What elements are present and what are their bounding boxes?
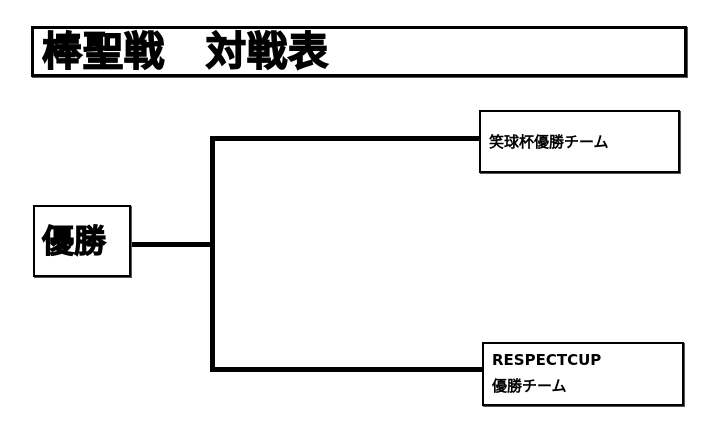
team-name: RESPECTCUP xyxy=(492,351,602,369)
winner-label: 優勝 xyxy=(41,222,107,260)
team-box-1: 笑球杯優勝チーム xyxy=(479,110,680,173)
team-box-2: RESPECTCUP 優勝チーム xyxy=(482,342,684,406)
team-name: 笑球杯優勝チーム xyxy=(489,133,609,151)
winner-box: 優勝 xyxy=(33,205,131,277)
team-name-sub: 優勝チーム xyxy=(492,377,567,395)
page-title: 棒聖戦 対戦表 xyxy=(41,29,329,75)
bracket-line-vertical xyxy=(210,136,215,372)
bracket-line-winner xyxy=(131,242,215,247)
title-box: 棒聖戦 対戦表 xyxy=(31,26,687,77)
bracket-line-bottom xyxy=(210,367,483,372)
bracket-line-top xyxy=(210,136,480,141)
